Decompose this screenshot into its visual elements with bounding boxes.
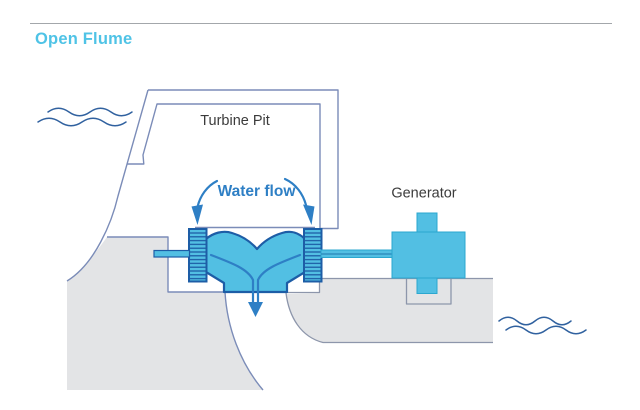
page-title: Open Flume [35, 30, 133, 48]
generator-top-stub [416, 212, 438, 234]
water-flow-label: Water flow [218, 183, 297, 200]
generator-label: Generator [391, 186, 456, 202]
water-flow-arrow-right [283, 177, 315, 225]
upstream-waves [37, 107, 133, 127]
tailrace-waves [498, 316, 587, 335]
foundation-left [67, 237, 263, 390]
water-flow-arrow-left [191, 179, 219, 225]
foundation-left-outline [107, 236, 264, 391]
turbine-bearing-left [188, 228, 208, 283]
generator-body [391, 231, 466, 279]
turbine-volute [204, 230, 307, 294]
turbine-bearing-right [303, 228, 323, 283]
turbine-generator-shaft [320, 249, 393, 258]
headrace-sloped-wall [66, 89, 149, 282]
header-divider [30, 23, 612, 24]
shaft-stub-left [153, 249, 191, 258]
draft-tube-flow [209, 253, 302, 317]
generator [391, 212, 466, 294]
turbine-pit-label: Turbine Pit [200, 113, 270, 129]
generator-bottom-stub [416, 276, 438, 294]
foundation-right [286, 278, 493, 343]
turbine-pit-walls [127, 89, 339, 230]
water-exit-arrow [248, 302, 263, 317]
